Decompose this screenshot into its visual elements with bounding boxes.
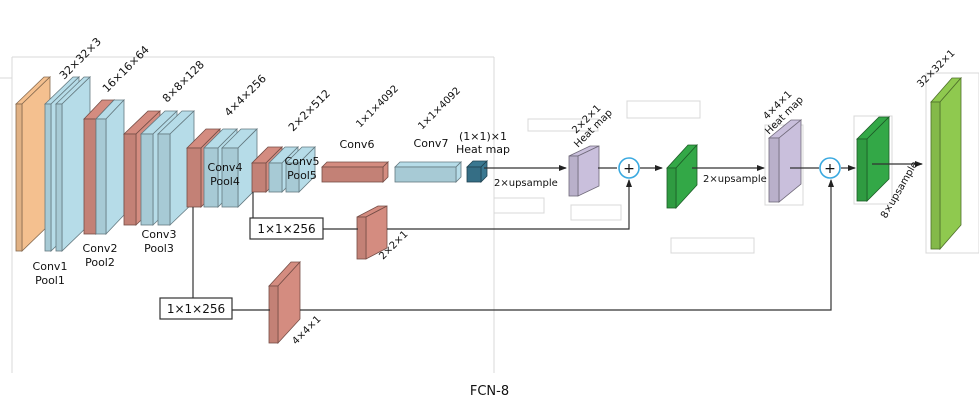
pool3-label: Pool3: [144, 242, 174, 255]
conv2-label: Conv2: [83, 242, 118, 255]
conv1-label: Conv1: [33, 260, 68, 273]
conv5-label: Conv5: [285, 155, 320, 168]
upsample-2x-label-2: 2×upsample: [703, 174, 767, 185]
pool5-label: Pool5: [287, 169, 317, 182]
heat4-block: [767, 119, 803, 203]
plus-icon: +: [623, 161, 635, 177]
pool1-label: Pool1: [35, 274, 65, 287]
heatmap-label: Heat map: [456, 143, 510, 156]
conv1-block-b: [55, 76, 91, 252]
pool4-skip-line-b: [387, 179, 632, 230]
conv2-block: [95, 98, 125, 236]
conv6-block: [321, 161, 389, 183]
conv4-label: Conv4: [208, 161, 243, 174]
heatmap-block: [466, 160, 488, 183]
conv1-dim: 32×32×3: [57, 35, 104, 82]
conv3-label: Conv3: [142, 228, 177, 241]
heatmap-dim: (1×1)×1: [459, 130, 507, 143]
conv7-label: Conv7: [414, 137, 449, 150]
conv4-dim: 4×4×256: [222, 72, 269, 119]
fused1-block: [666, 143, 698, 210]
input-block: [15, 76, 51, 252]
conv5-dim: 2×2×512: [286, 87, 333, 134]
output-block: [930, 76, 962, 251]
background-frames: [0, 56, 979, 373]
pool4-label: Pool4: [210, 175, 240, 188]
conv6-dim: 1×1×4092: [354, 83, 401, 130]
heat2-block: [568, 145, 600, 197]
conv6-label: Conv6: [340, 138, 375, 151]
plus-icon: +: [824, 161, 836, 177]
conv7-dim: 1×1×4092: [416, 85, 463, 132]
pool3-score-label: 1×1×256: [167, 302, 225, 316]
conv5-block-b: [285, 146, 316, 193]
pool2-label: Pool2: [85, 256, 115, 269]
conv2-dim: 16×16×64: [100, 43, 152, 95]
sum-node-2: +: [819, 157, 841, 179]
pool4-score-box: 1×1×256: [249, 217, 324, 240]
figure-caption: FCN-8: [469, 384, 510, 399]
pool4-score-label: 1×1×256: [257, 222, 315, 236]
conv3-dim: 8×8×128: [160, 58, 207, 105]
fused2-block: [856, 116, 890, 202]
conv7-block: [394, 161, 462, 183]
sum-node-1: +: [618, 157, 640, 179]
connectors: [192, 161, 923, 311]
pool4-score-upsample-block: [356, 205, 388, 260]
pool3-score-upsample-block: [268, 260, 301, 345]
pool3-skip-line-b: [300, 179, 834, 311]
upsample-2x-label-1: 2×upsample: [494, 178, 558, 189]
pool3-score-box: 1×1×256: [159, 297, 233, 320]
